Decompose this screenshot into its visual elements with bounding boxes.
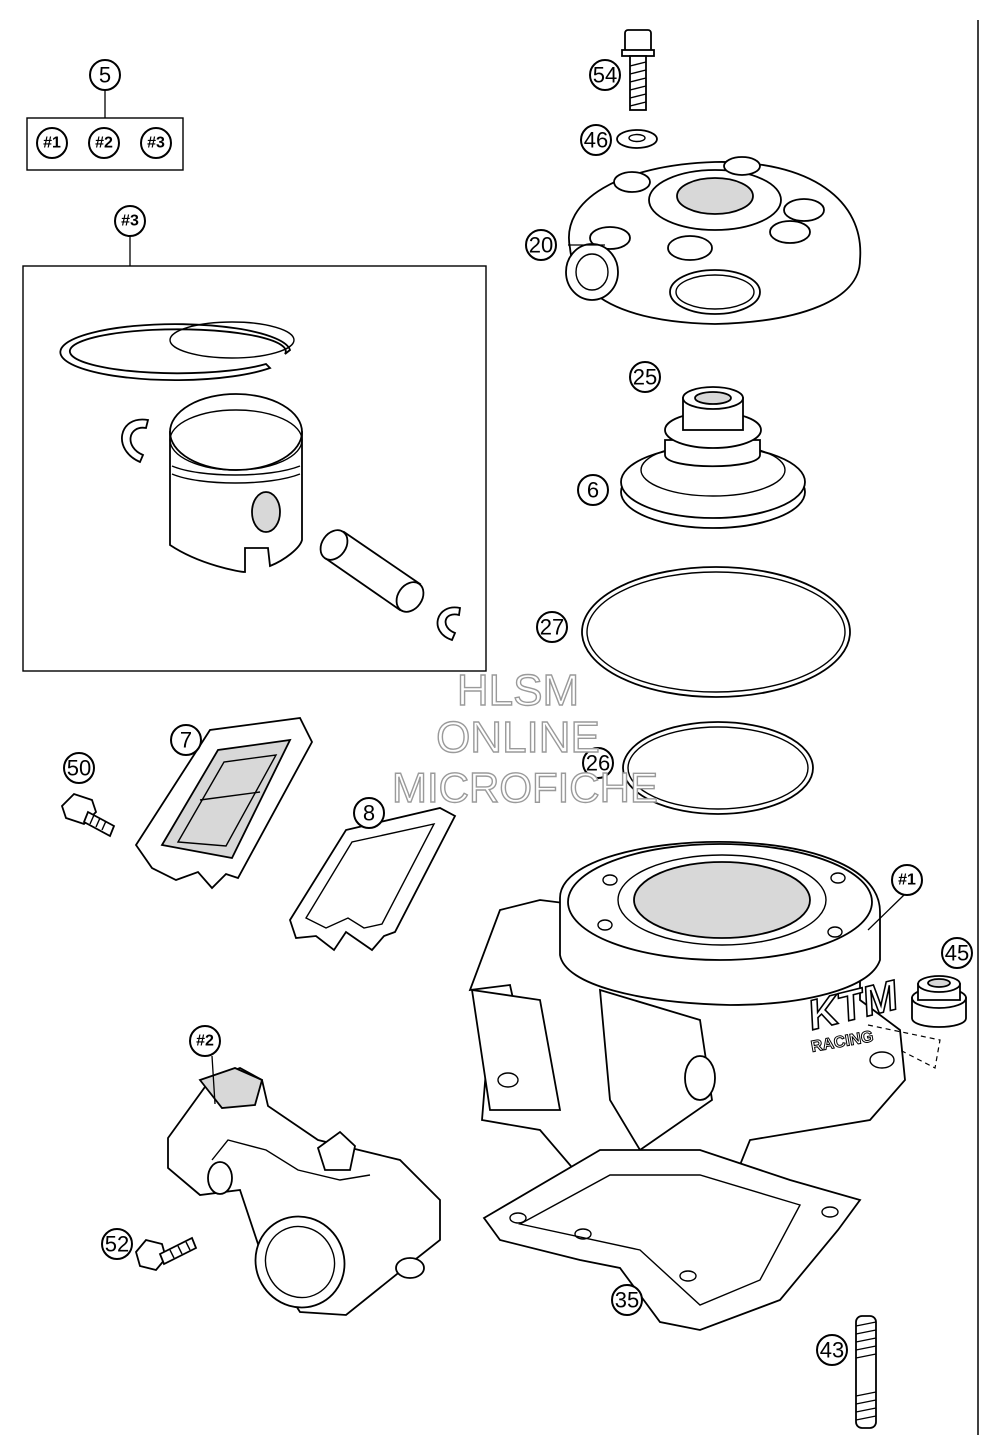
svg-text:50: 50: [67, 756, 91, 781]
exhaust-flange-part: [167, 1067, 441, 1316]
callout-45: 45: [941, 937, 973, 969]
callout-kit-1: #1: [36, 127, 68, 159]
circlip-right-part: [436, 606, 462, 642]
nut-dashed-guide: [867, 1024, 941, 1069]
svg-text:#2: #2: [196, 1033, 214, 1050]
bolt-52-part: [135, 1236, 198, 1272]
callout-5: 5: [89, 59, 121, 91]
svg-text:35: 35: [615, 1288, 639, 1313]
kit-5-group: [26, 90, 184, 171]
svg-text:54: 54: [593, 63, 617, 88]
piston-part: [169, 393, 303, 573]
svg-text:6: 6: [587, 478, 599, 503]
cylinder-head-part: [565, 156, 862, 325]
callout-flange: #2: [189, 1025, 221, 1057]
callout-6: 6: [577, 474, 609, 506]
bolt-50-part: [60, 792, 116, 838]
svg-text:8: 8: [363, 801, 375, 826]
callout-cylinder: #1: [891, 864, 923, 896]
piston-kit-box: [22, 236, 487, 672]
svg-text:20: 20: [529, 233, 553, 258]
watermark-line-1: HLSM: [457, 666, 579, 715]
watermark-line-3: MICROFICHE: [392, 764, 658, 811]
callout-8: 8: [353, 797, 385, 829]
svg-text:43: 43: [820, 1338, 844, 1363]
callout-52: 52: [101, 1228, 133, 1260]
nut-45-part: [911, 975, 967, 1028]
svg-text:27: 27: [540, 615, 564, 640]
callout-7: 7: [170, 724, 202, 756]
callout-46: 46: [580, 124, 612, 156]
callout-kit-2: #2: [88, 127, 120, 159]
callout-kit-3: #3: [140, 127, 172, 159]
callout-35: 35: [611, 1284, 643, 1316]
bolt-54-part: [621, 29, 655, 111]
svg-text:5: 5: [99, 63, 111, 88]
svg-text:#2: #2: [95, 135, 113, 152]
callout-piston-kit: #3: [114, 205, 146, 237]
piston-pin-part: [319, 529, 425, 613]
combustion-insert-part: [620, 386, 806, 529]
base-gasket-part: [482, 1149, 862, 1331]
callout-27: 27: [536, 611, 568, 643]
svg-text:52: 52: [105, 1232, 129, 1257]
reed-gasket-part: [289, 807, 457, 952]
svg-text:#1: #1: [43, 135, 61, 152]
callout-54: 54: [589, 59, 621, 91]
callout-43: 43: [816, 1334, 848, 1366]
svg-text:45: 45: [945, 941, 969, 966]
watermark-line-2: ONLINE: [436, 713, 600, 762]
piston-ring-part: [59, 321, 295, 381]
callout-20: 20: [525, 229, 557, 261]
watermark: HLSM ONLINE MICROFICHE: [391, 665, 658, 811]
reed-valve-part: [134, 717, 314, 890]
svg-text:7: 7: [180, 728, 192, 753]
o-ring-26-part: [622, 721, 814, 815]
svg-text:26: 26: [586, 751, 610, 776]
svg-text:25: 25: [633, 365, 657, 390]
svg-text:46: 46: [584, 128, 608, 153]
washer-46-part: [616, 129, 658, 149]
circlip-left-part: [121, 418, 150, 464]
o-ring-25-part: [669, 269, 761, 315]
cylinder-part: KTM RACING: [468, 840, 906, 1211]
o-ring-27-part: [581, 566, 851, 698]
leader-lines: [211, 244, 905, 1105]
callout-26: 26: [582, 747, 614, 779]
svg-text:#1: #1: [898, 872, 916, 889]
stud-43-part: [855, 1315, 877, 1429]
callout-25: 25: [629, 361, 661, 393]
callout-50: 50: [63, 752, 95, 784]
svg-text:#3: #3: [147, 135, 165, 152]
svg-text:#3: #3: [121, 213, 139, 230]
